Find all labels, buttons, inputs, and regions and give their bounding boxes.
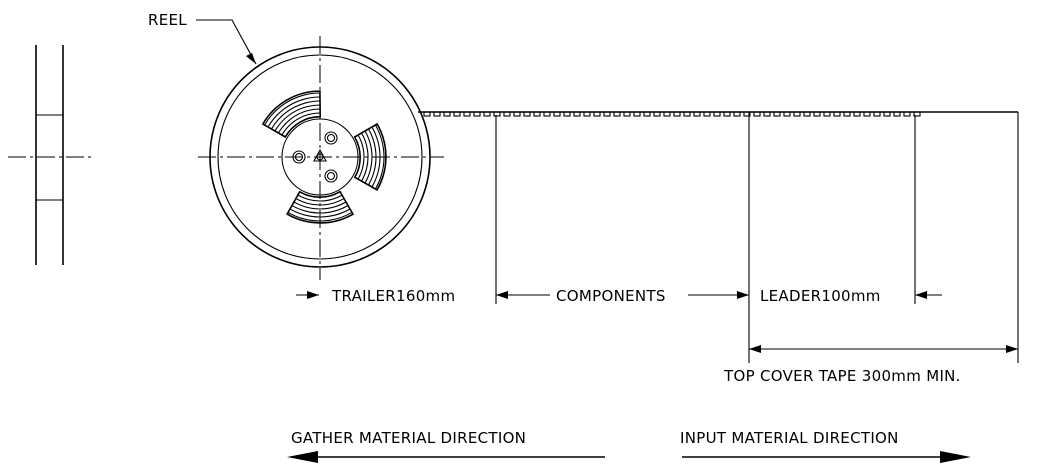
tape-pocket <box>603 111 611 117</box>
tape-pocket <box>463 111 471 117</box>
tape-pocket <box>693 111 701 117</box>
reel-side-view <box>8 45 92 265</box>
tape-pocket <box>683 111 691 117</box>
tape-pocket <box>823 111 831 117</box>
tape-pocket <box>673 111 681 117</box>
tape-pocket <box>523 111 531 117</box>
gather-direction-label: GATHER MATERIAL DIRECTION <box>291 429 526 447</box>
hub-holes <box>292 131 338 183</box>
gather-direction: GATHER MATERIAL DIRECTION <box>287 429 605 463</box>
tape-pocket <box>903 111 911 117</box>
tape-pocket <box>743 111 751 117</box>
tape-pocket <box>503 111 511 117</box>
tape-pocket <box>433 111 441 117</box>
tape-pocket <box>583 111 591 117</box>
tape-pocket <box>853 111 861 117</box>
trailer-label: TRAILER160mm <box>331 287 455 305</box>
tape-pocket <box>483 111 491 117</box>
tape-pocket <box>423 111 431 117</box>
input-direction: INPUT MATERIAL DIRECTION <box>680 429 971 463</box>
tape-pocket <box>723 111 731 117</box>
tape-pocket <box>473 111 481 117</box>
tape-pocket <box>643 111 651 117</box>
components-label: COMPONENTS <box>556 287 666 305</box>
top-cover-tape-label: TOP COVER TAPE 300mm MIN. <box>723 367 961 385</box>
tape-pocket <box>813 111 821 117</box>
tape-pocket <box>753 111 761 117</box>
tape-pocket <box>653 111 661 117</box>
tape-pocket <box>633 111 641 117</box>
tape-pocket <box>543 111 551 117</box>
carrier-tape <box>418 111 1018 117</box>
reel-callout: REEL <box>148 11 257 65</box>
tape-pocket <box>733 111 741 117</box>
tape-pocket <box>703 111 711 117</box>
tape-pocket <box>663 111 671 117</box>
tape-pocket <box>913 111 921 117</box>
tape-pocket <box>883 111 891 117</box>
tape-pocket <box>613 111 621 117</box>
tape-pocket <box>803 111 811 117</box>
arrow-right-icon <box>940 451 971 463</box>
tape-pocket <box>843 111 851 117</box>
tape-pocket <box>773 111 781 117</box>
tape-pocket <box>533 111 541 117</box>
tape-pocket <box>783 111 791 117</box>
tape-pocket <box>563 111 571 117</box>
tape-pocket <box>713 111 721 117</box>
dimension-row: TRAILER160mm COMPONENTS LEADER100mm <box>296 287 942 305</box>
tape-pocket <box>593 111 601 117</box>
leader-label: LEADER100mm <box>760 287 881 305</box>
arrow-left-icon <box>287 451 318 463</box>
tape-pocket <box>863 111 871 117</box>
tape-pocket <box>893 111 901 117</box>
tape-pocket <box>763 111 771 117</box>
extension-lines <box>495 112 1019 363</box>
tape-pocket <box>793 111 801 117</box>
tape-pocket <box>623 111 631 117</box>
tape-pocket <box>513 111 521 117</box>
reel-front-view <box>198 36 444 280</box>
tape-pocket <box>493 111 501 117</box>
tape-pocket <box>453 111 461 117</box>
tape-pocket <box>573 111 581 117</box>
tape-pocket <box>833 111 841 117</box>
reel-label: REEL <box>148 11 187 29</box>
tape-pocket <box>553 111 561 117</box>
tape-pocket <box>873 111 881 117</box>
cover-tape-dimension: TOP COVER TAPE 300mm MIN. <box>723 345 1018 385</box>
tape-pocket <box>443 111 451 117</box>
input-direction-label: INPUT MATERIAL DIRECTION <box>680 429 899 447</box>
tape-pockets <box>423 111 921 117</box>
